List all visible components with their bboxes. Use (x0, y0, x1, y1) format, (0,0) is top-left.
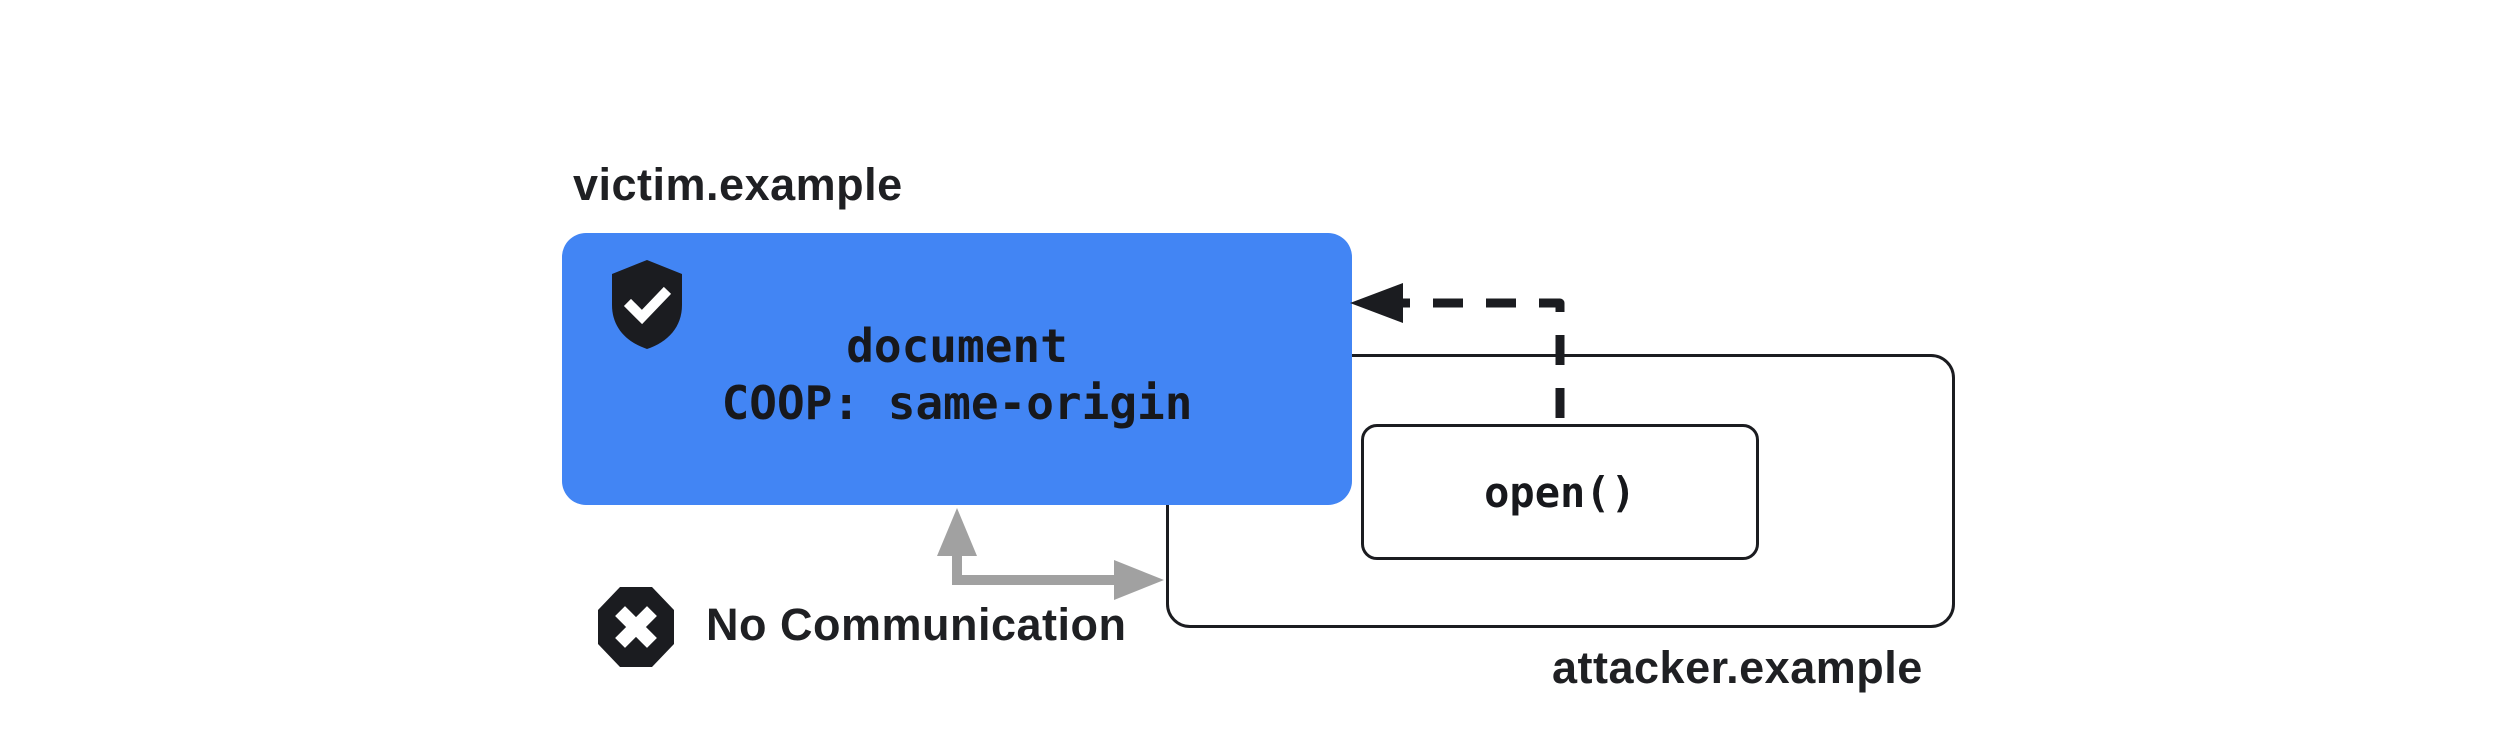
open-call-box: open() (1361, 424, 1759, 560)
no-communication-arrow (937, 508, 1164, 600)
open-call-label: open() (1484, 467, 1636, 517)
victim-domain-label: victim.example (573, 159, 903, 210)
victim-document-box: document COOP: same-origin (562, 233, 1352, 505)
attacker-domain-label: attacker.example (1552, 642, 1923, 693)
x-octagon-icon (596, 585, 676, 669)
coop-policy-line: COOP: same-origin (721, 376, 1193, 430)
shield-check-icon (608, 258, 686, 351)
no-communication-label: No Communication (706, 599, 1127, 650)
document-line: document (846, 319, 1068, 373)
